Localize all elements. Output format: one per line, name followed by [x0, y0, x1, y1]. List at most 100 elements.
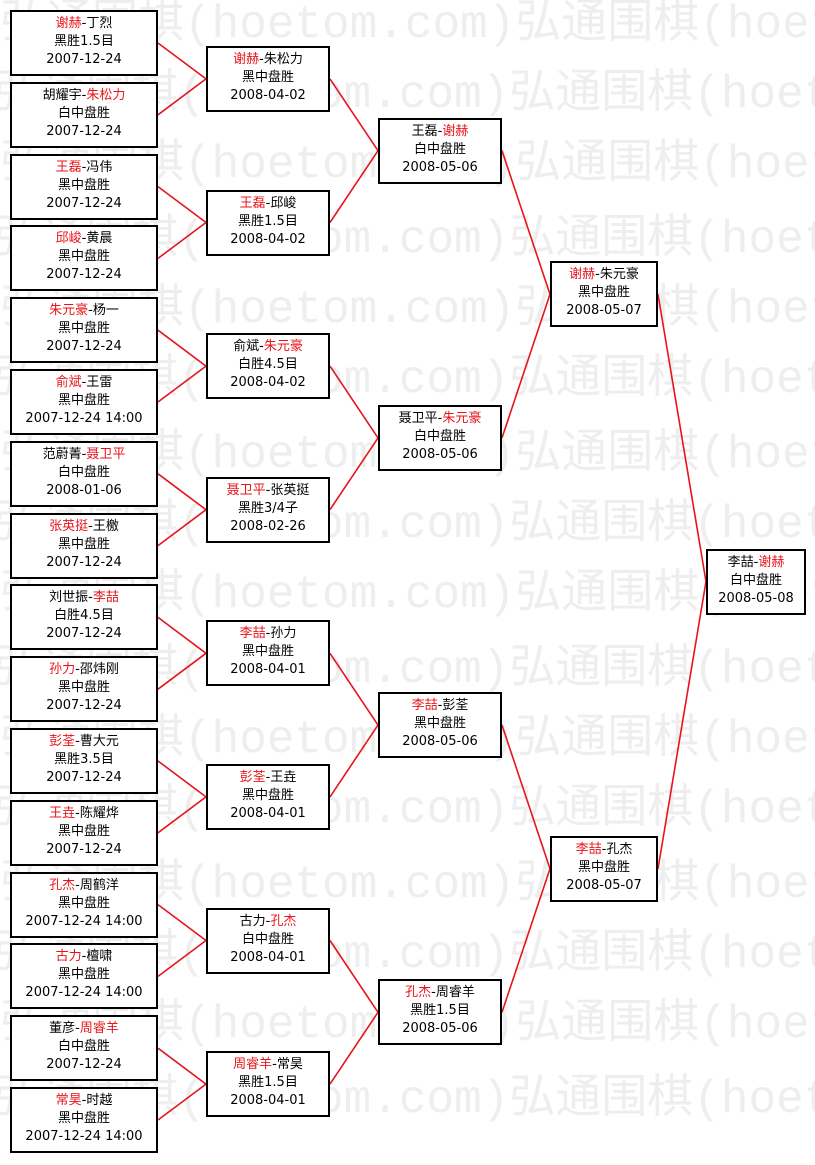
match-date: 2007-12-24: [46, 195, 122, 211]
match-result: 黑中盘胜: [57, 967, 110, 983]
match-box[interactable]: 孔杰-周鹤洋黑中盘胜 2007-12-24 14:00: [10, 871, 158, 938]
player-black: 王磊: [411, 123, 438, 139]
player-white: 孔杰: [606, 841, 633, 857]
bracket-connector: [501, 150, 551, 295]
match-players: 刘世振-李喆: [12, 589, 156, 607]
player-white: 孙力: [270, 626, 297, 642]
match-players: 李喆-孔杰: [552, 841, 656, 859]
match-result: 黑胜3.5目: [54, 752, 114, 767]
player-black: 李喆: [727, 554, 754, 570]
player-black: 李喆: [239, 626, 266, 642]
match-players: 俞斌-王雷: [12, 374, 156, 392]
match-date: 2008-05-06: [402, 446, 478, 462]
player-white: 朱元豪: [263, 339, 303, 355]
player-black: 刘世振: [49, 590, 89, 606]
match-date: 2008-04-02: [230, 231, 306, 247]
vs-dash: -: [265, 769, 271, 785]
vs-dash: -: [595, 267, 600, 283]
player-white: 聂卫平: [86, 446, 126, 462]
match-result: 黑胜3/4子: [238, 500, 298, 516]
player-white: 王垚: [270, 769, 297, 785]
player-white: 朱元豪: [599, 267, 639, 283]
match-date: 2008-04-01: [230, 805, 306, 821]
match-date: 2007-12-24: [46, 123, 122, 139]
match-result: 黑中盘胜: [57, 680, 110, 696]
player-black: 王磊: [239, 195, 266, 211]
match-result: 黑中盘胜: [57, 895, 110, 911]
match-date: 2007-12-24: [46, 626, 122, 642]
match-players: 王磊-冯伟: [12, 159, 156, 177]
match-players: 胡耀宇-朱松力: [12, 87, 156, 105]
match-date: 2008-04-01: [230, 1093, 306, 1109]
match-date: 2007-12-24: [46, 698, 122, 714]
player-white: 朱松力: [86, 87, 126, 103]
match-result: 白中盘胜: [241, 931, 294, 947]
match-result: 黑中盘胜: [577, 285, 630, 301]
match-date: 2007-12-24: [46, 770, 122, 785]
match-date: 2008-05-07: [566, 877, 642, 893]
match-result: 白中盘胜: [57, 464, 110, 480]
bracket-connector: [329, 724, 379, 798]
match-date: 2008-05-06: [402, 159, 478, 175]
match-result: 白中盘胜: [729, 572, 782, 588]
bracket-connector: [157, 760, 207, 798]
bracket-connector: [157, 365, 207, 403]
player-black: 谢赫: [569, 267, 596, 283]
player-black: 彭荃: [239, 769, 266, 785]
bracket-connector: [157, 1047, 207, 1085]
vs-dash: -: [431, 985, 436, 1001]
match-date: 2007-12-24 14:00: [25, 985, 143, 1001]
match-result: 黑中盘胜: [57, 249, 110, 265]
bracket-connector: [329, 940, 379, 1013]
match-players: 王磊-谢赫: [380, 123, 500, 141]
match-date: 2008-04-02: [230, 87, 306, 103]
vs-dash: -: [81, 231, 87, 247]
match-result: 白中盘胜: [57, 1039, 110, 1055]
vs-dash: -: [75, 805, 80, 821]
player-white: 谢赫: [442, 123, 469, 139]
vs-dash: -: [437, 698, 443, 714]
match-date: 2007-12-24 14:00: [25, 913, 143, 929]
bracket-connector: [157, 473, 207, 511]
vs-dash: -: [259, 51, 264, 67]
bracket-connector: [329, 652, 379, 726]
match-players: 范蔚菁-聂卫平: [12, 446, 156, 464]
match-date: 2007-12-24: [46, 554, 122, 570]
match-players: 孔杰-周鹤洋: [12, 877, 156, 895]
bracket-connector: [157, 329, 207, 367]
vs-dash: -: [265, 195, 271, 211]
bracket-connector: [157, 1083, 207, 1121]
player-white: 周睿羊: [79, 1021, 119, 1037]
